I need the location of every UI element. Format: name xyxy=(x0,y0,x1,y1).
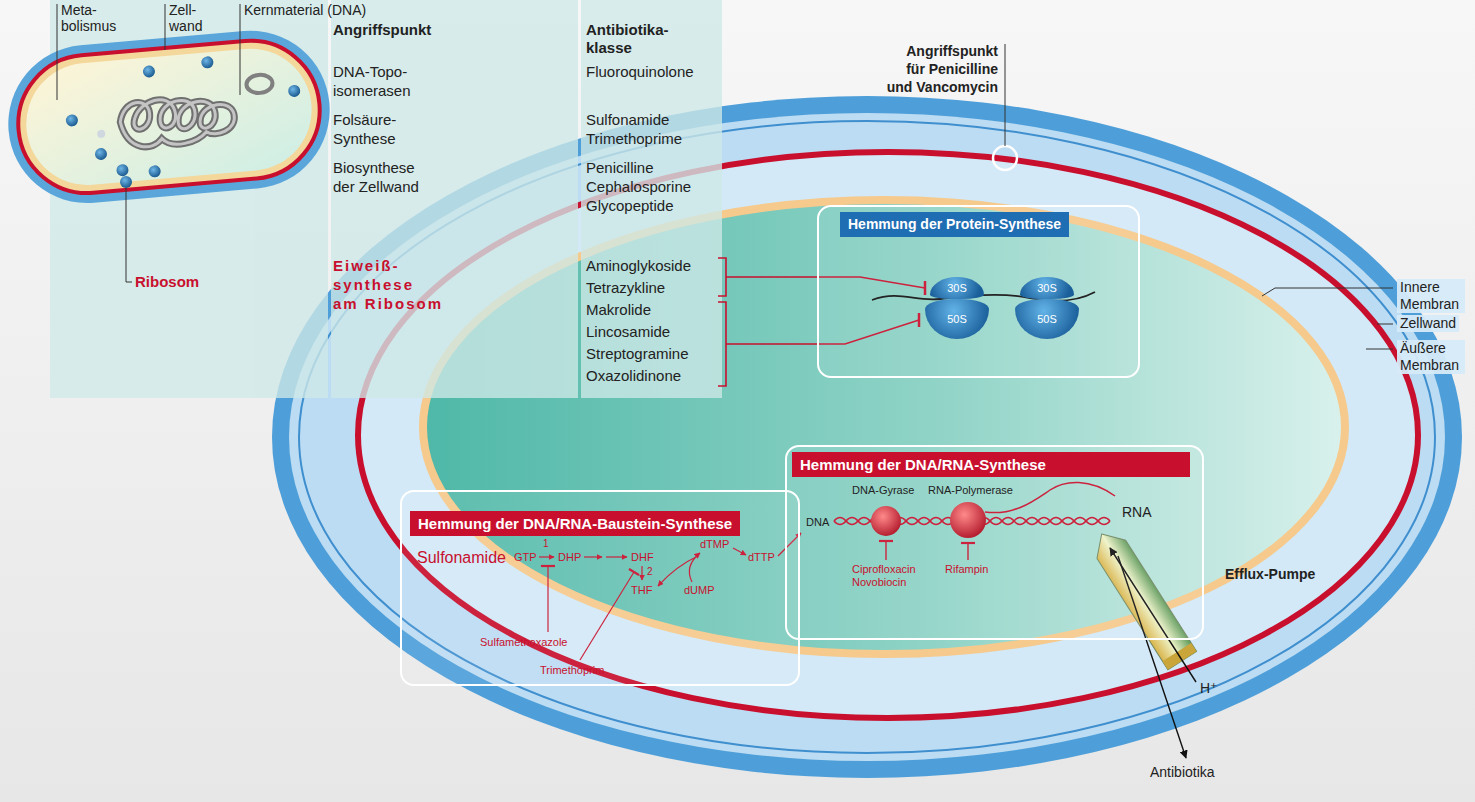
table-cell: Penicilline xyxy=(586,158,654,177)
pathway-label: RNA xyxy=(1122,504,1152,520)
pathway-label: GTP xyxy=(514,551,537,564)
ribosome-subunit: 30S xyxy=(1020,277,1074,299)
pathway-label: DHP xyxy=(558,551,581,564)
pathway-label: dTTP xyxy=(748,551,775,564)
box-heading: Hemmung der Protein-Synthese xyxy=(840,212,1069,237)
subunit-label: 30S xyxy=(947,282,967,295)
table-cell: Trimethoprime xyxy=(586,129,682,148)
pathway-label: dTMP xyxy=(700,538,729,551)
table-cell: Eiweiß- synthese am Ribosom xyxy=(333,256,445,313)
annotation-label: Ribosom xyxy=(135,273,199,291)
table-cell: Sulfonamide xyxy=(586,110,669,129)
table-cell: DNA-Topo- isomerasen xyxy=(333,62,433,100)
table-cell: Glycopeptide xyxy=(586,196,674,215)
table-cell: Cephalosporine xyxy=(586,177,691,196)
membrane-label: Äußere Membran xyxy=(1397,340,1465,374)
drug-label: Ciprofloxacin Novobiocin xyxy=(852,563,924,589)
ribosome-subunit: 50S xyxy=(1015,299,1079,339)
pathway-label: DHF xyxy=(631,551,654,564)
subunit-label: 50S xyxy=(947,313,967,326)
box-heading: Hemmung der DNA/RNA-Synthese xyxy=(792,452,1190,477)
annotation-label: Efflux-Pumpe xyxy=(1225,566,1315,583)
bacterium-overview xyxy=(2,4,337,282)
annotation-label: H⁺ xyxy=(1200,680,1218,697)
drug-label: Trimethoprim xyxy=(540,664,604,677)
enzyme-label: DNA-Gyrase xyxy=(852,484,914,497)
step-number: 1 xyxy=(543,538,549,550)
annotation-label: Kernmaterial (DNA) xyxy=(244,2,366,18)
membrane-leaders xyxy=(1262,288,1393,349)
pathway-label: Sulfonamide xyxy=(417,548,506,567)
annotation-label: Antibiotika xyxy=(1150,764,1215,781)
table-cell: Makrolide xyxy=(586,300,651,319)
pathway-label: DNA xyxy=(806,516,829,529)
table-cell: Lincosamide xyxy=(586,322,670,341)
table-cell: Folsäure- Synthese xyxy=(333,110,423,148)
pathway-label: dUMP xyxy=(684,584,715,597)
annotation-label: Zell- wand xyxy=(169,2,215,34)
drug-label: Rifampin xyxy=(945,563,988,576)
table-cell: Fluoroquinolone xyxy=(586,62,694,81)
membrane-label: Zellwand xyxy=(1397,315,1459,332)
subunit-label: 50S xyxy=(1037,313,1057,326)
table-cell: Aminoglykoside xyxy=(586,256,691,275)
table-cell: Biosynthese der Zellwand xyxy=(333,158,428,196)
subunit-label: 30S xyxy=(1037,282,1057,295)
annotation-label: Meta- bolismus xyxy=(61,2,127,34)
pathway-label: THF xyxy=(631,584,652,597)
ribosome-subunit: 30S xyxy=(930,277,984,299)
membrane-label: Innere Membran xyxy=(1397,279,1465,313)
inhibition-panel: Hemmung der DNA/RNA-Baustein-Synthese xyxy=(400,490,800,686)
table-cell: Tetrazykline xyxy=(586,278,665,297)
table-header: Angriffspunkt xyxy=(333,21,431,39)
inhibition-panel: Hemmung der DNA/RNA-Synthese xyxy=(785,445,1204,640)
ribosome-subunit: 50S xyxy=(925,299,989,339)
drug-label: Sulfamethoxazole xyxy=(480,636,567,649)
table-cell: Streptogramine xyxy=(586,344,689,363)
callout-label: Angriffspunkt für Penicilline und Vancom… xyxy=(885,42,999,96)
table-cell: Oxazolidinone xyxy=(586,366,681,385)
inhibition-panel: Hemmung der Protein-Synthese 30S 50S 30S 50S xyxy=(817,205,1140,378)
enzyme-label: RNA-Polymerase xyxy=(928,484,1013,497)
box-heading: Hemmung der DNA/RNA-Baustein-Synthese xyxy=(410,511,740,536)
table-header: Antibiotika- klasse xyxy=(586,21,686,57)
step-number: 2 xyxy=(647,566,653,578)
